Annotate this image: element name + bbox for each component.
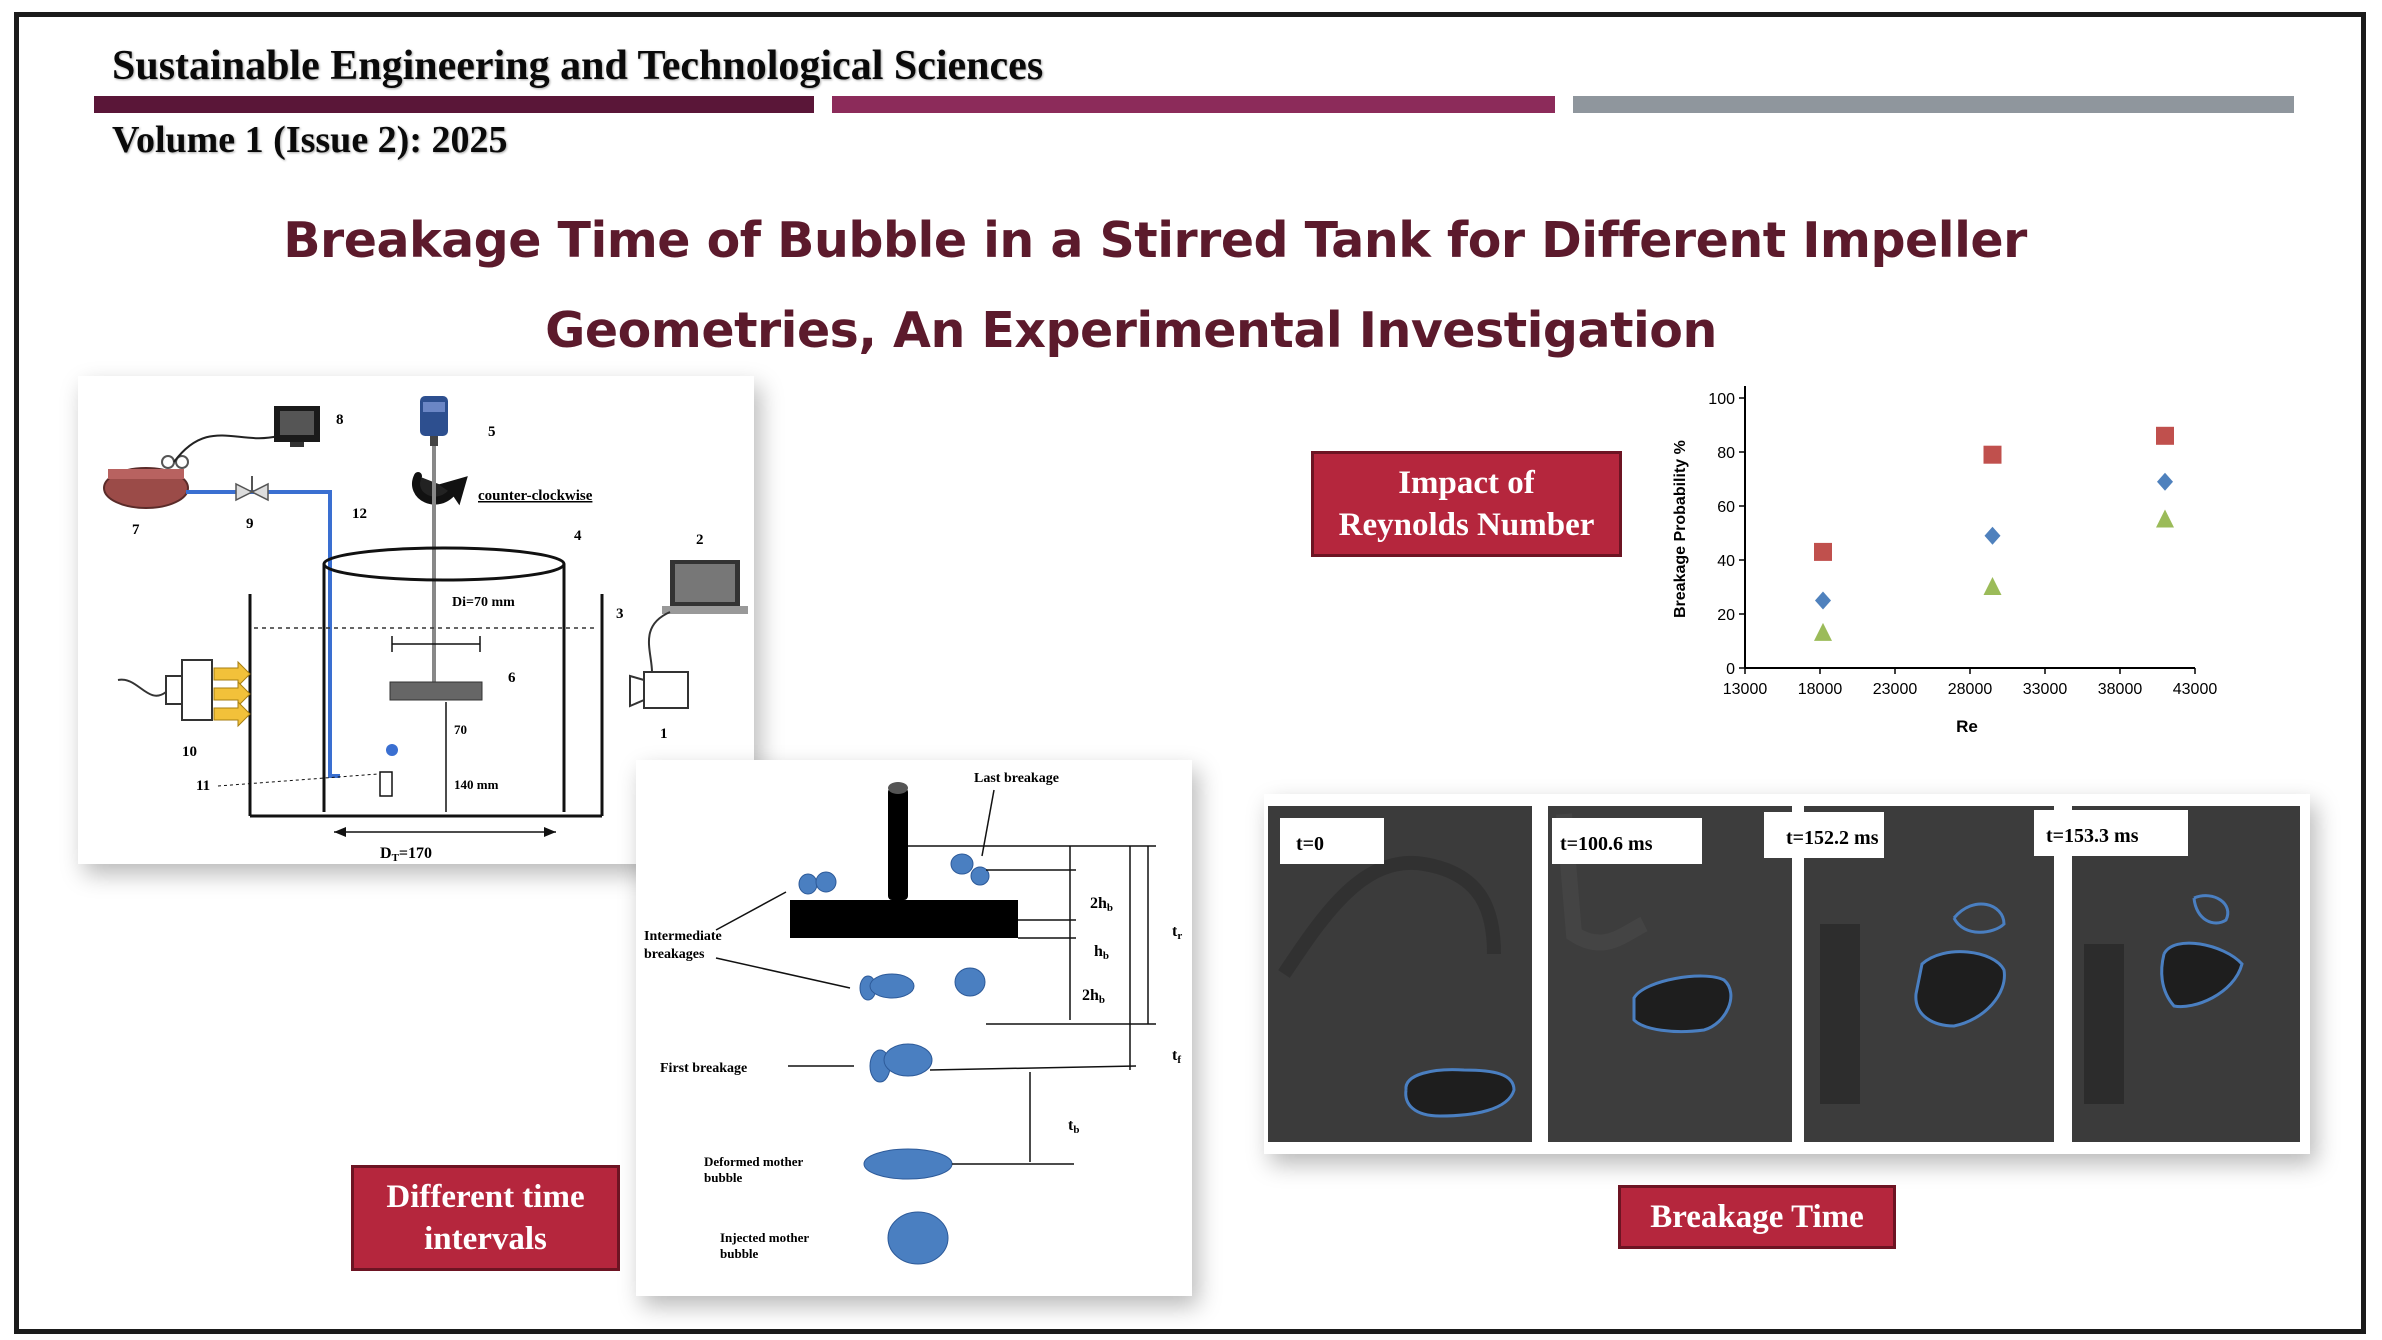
motor-icon: [420, 396, 448, 446]
chart-y-tick-label: 0: [1726, 661, 1735, 678]
laptop-icon: [662, 560, 748, 614]
monitor-icon: [274, 406, 320, 447]
deformed-label-1: Deformed mother: [704, 1154, 803, 1169]
label-12: 12: [352, 506, 367, 522]
chart-point-diamond: [2157, 472, 2173, 491]
compressor-icon: [103, 414, 308, 509]
chart-x-tick-label: 33000: [2023, 681, 2068, 698]
chart-point-square: [1814, 542, 1832, 561]
intervals-label-line-1: Different time: [386, 1178, 585, 1215]
impeller-diameter-label: Di=70 mm: [452, 595, 515, 610]
label-10: 10: [182, 744, 197, 760]
hb-label: h: [1094, 943, 1103, 960]
chart-y-tick-label: 40: [1717, 553, 1735, 570]
rotation-label: counter-clockwise: [478, 488, 593, 504]
tb-sub: b: [1073, 1124, 1079, 1136]
chart-x-tick-label: 18000: [1798, 681, 1843, 698]
valve-icon: [235, 476, 269, 502]
frame-label-2: t=152.2 ms: [1786, 827, 1879, 849]
svg-text:hb: hb: [1094, 943, 1109, 962]
svg-text:DT=170: DT=170: [380, 845, 432, 864]
svg-text:2hb: 2hb: [1082, 987, 1105, 1006]
breakage-probability-chart: Breakage Probability % Re 0 20 40 60 80 100 13…: [1672, 386, 2218, 736]
injected-label-1: Injected mother: [720, 1230, 809, 1245]
chart-x-tick-label: 38000: [2098, 681, 2143, 698]
2hb-top-sub: b: [1107, 902, 1113, 914]
header-rule-dark: [94, 96, 814, 113]
frame-label-1: t=100.6 ms: [1560, 833, 1653, 855]
deformed-label-2: bubble: [704, 1170, 743, 1185]
label-9: 9: [246, 516, 254, 532]
2hb-bottom-label: 2h: [1082, 987, 1099, 1004]
paper-title-line-1: Breakage Time of Bubble in a Stirred Tan…: [283, 212, 2027, 269]
svg-text:2hb: 2hb: [1090, 895, 1113, 914]
chart-x-tick-label: 43000: [2173, 681, 2218, 698]
chart-point-diamond: [1815, 591, 1831, 610]
paper-title-line-2: Geometries, An Experimental Investigatio…: [545, 302, 1717, 359]
label-1: 1: [660, 726, 668, 742]
chart-point-triangle: [1814, 622, 1832, 641]
hb-sub: b: [1103, 950, 1109, 962]
label-4: 4: [574, 528, 582, 544]
label-7: 7: [132, 522, 140, 538]
intervals-label-line-2: intervals: [424, 1221, 547, 1257]
intermediate-label-1: Intermediate: [644, 929, 722, 944]
tank-diameter-sub: T: [392, 852, 400, 864]
tank-diameter-value: =170: [399, 845, 432, 862]
volume-issue: Volume 1 (Issue 2): 2025: [112, 119, 508, 161]
chart-x-tick-label: 28000: [1948, 681, 1993, 698]
height-70-label: 70: [454, 722, 467, 737]
tf-label: t: [1172, 1047, 1178, 1064]
frame-label-3: t=153.3 ms: [2046, 825, 2139, 847]
breakage-stages-diagram: Last breakage Intermediate breakages 2hb…: [636, 760, 1192, 1296]
2hb-top-label: 2h: [1090, 895, 1107, 912]
2hb-bottom-sub: b: [1099, 994, 1105, 1006]
journal-name: Sustainable Engineering and Technologica…: [112, 43, 1044, 89]
svg-text:tf: tf: [1172, 1047, 1181, 1066]
chart-x-tick-label: 23000: [1873, 681, 1918, 698]
label-11: 11: [196, 778, 210, 794]
chart-point-square: [1983, 445, 2002, 464]
chart-y-tick-label: 80: [1717, 445, 1735, 462]
svg-text:tb: tb: [1068, 1117, 1079, 1136]
chart-point-triangle: [1983, 577, 2002, 595]
tf-sub: f: [1177, 1054, 1181, 1066]
tr-label: t: [1172, 923, 1178, 940]
tr-sub: r: [1177, 930, 1182, 942]
chart-point-diamond: [1984, 526, 2001, 545]
high-speed-frames: t=0 t=100.6 ms t=152.2 ms t=153.3 ms: [1264, 794, 2310, 1154]
header-rule-mid: [832, 96, 1555, 113]
tb-label: t: [1068, 1117, 1074, 1134]
chart-y-tick-label: 60: [1717, 499, 1735, 516]
label-5: 5: [488, 424, 496, 440]
intermediate-label-2: breakages: [644, 947, 705, 962]
injected-label-2: bubble: [720, 1246, 759, 1261]
label-3: 3: [616, 606, 624, 622]
header-rule-gray: [1573, 96, 2294, 113]
reynolds-label-line-2: Reynolds Number: [1338, 507, 1595, 543]
chart-point-square: [2156, 426, 2174, 445]
setup-diagram: 7 8 9 12 5 counter-clockwise: [78, 376, 754, 864]
label-8: 8: [336, 412, 344, 428]
chart-y-tick-label: 20: [1717, 607, 1735, 624]
last-breakage-label: Last breakage: [974, 771, 1059, 786]
height-140-label: 140 mm: [454, 777, 499, 792]
chart-x-axis-label: Re: [1956, 717, 1978, 736]
reynolds-label-line-1: Impact of: [1398, 464, 1535, 501]
breakage-time-label: Breakage Time: [1618, 1185, 1896, 1249]
chart-y-axis-label: Breakage Probability %: [1672, 440, 1689, 618]
svg-text:tr: tr: [1172, 923, 1182, 942]
frame-label-0: t=0: [1296, 833, 1324, 855]
label-2: 2: [696, 532, 704, 548]
time-intervals-label: Different time intervals: [351, 1165, 620, 1271]
chart-point-triangle: [2156, 509, 2174, 528]
chart-x-tick-label: 13000: [1723, 681, 1768, 698]
chart-y-tick-label: 100: [1708, 391, 1735, 408]
label-6: 6: [508, 670, 516, 686]
reynolds-number-label: Impact of Reynolds Number: [1311, 451, 1622, 557]
light-source-icon: [117, 659, 251, 728]
tank-diameter-label: D: [380, 845, 392, 862]
camera-icon: [629, 671, 689, 709]
first-breakage-label: First breakage: [660, 1061, 747, 1076]
